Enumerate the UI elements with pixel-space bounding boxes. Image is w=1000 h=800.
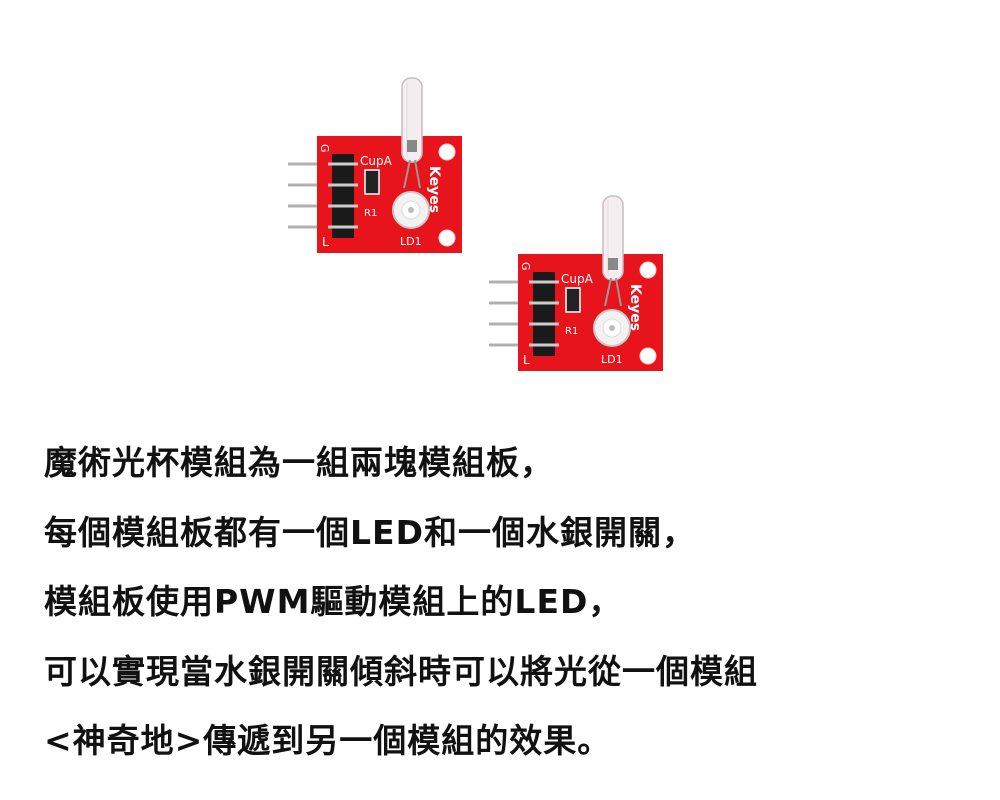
- description-line: <神奇地>傳遞到另一個模組的效果。: [44, 721, 612, 760]
- led-label: LD1: [400, 235, 422, 248]
- pin-label-l: L: [322, 235, 329, 249]
- board-name-label: CupA: [360, 154, 393, 168]
- pin-header: [533, 272, 555, 356]
- module-illustration: G L CupA R1 LD1 Keyes: [489, 195, 663, 371]
- pin-label-g: G: [318, 144, 331, 153]
- description-line: 可以實現當水銀開關傾斜時可以將光從一個模組: [44, 651, 758, 691]
- led: [593, 309, 631, 347]
- resistor-label: R1: [565, 326, 578, 337]
- description-line: 模組板使用PWM驅動模組上的LED，: [44, 582, 623, 621]
- pin-label-l: L: [523, 353, 530, 367]
- description-line: 每個模組板都有一個LED和一個水銀開關，: [44, 512, 696, 552]
- resistor-r1: [364, 169, 380, 195]
- magic-cup-module-board: G L CupA R1 LD1 Keyes: [280, 60, 470, 264]
- mercury-switch: [602, 195, 624, 307]
- mount-hole: [639, 261, 657, 279]
- magic-cup-module-board: G L CupA R1 LD1 Keyes: [481, 178, 671, 382]
- led: [392, 191, 430, 229]
- mercury-switch: [401, 77, 423, 189]
- brand-label: Keyes: [627, 284, 643, 331]
- resistor-r1: [565, 287, 581, 313]
- resistor-label: R1: [364, 208, 377, 219]
- led-label: LD1: [601, 353, 623, 366]
- description-line: 魔術光杯模組為一組兩塊模組板，: [44, 443, 554, 482]
- brand-label: Keyes: [426, 166, 442, 213]
- product-description: 魔術光杯模組為一組兩塊模組板， 每個模組板都有一個LED和一個水銀開關， 模組板…: [44, 440, 984, 788]
- pin-label-g: G: [519, 262, 532, 271]
- mount-hole: [438, 143, 456, 161]
- mount-hole: [639, 347, 657, 365]
- pin-header: [332, 154, 354, 238]
- board-name-label: CupA: [561, 272, 594, 286]
- module-illustration: G L CupA R1 LD1 Keyes: [288, 77, 462, 253]
- mount-hole: [438, 229, 456, 247]
